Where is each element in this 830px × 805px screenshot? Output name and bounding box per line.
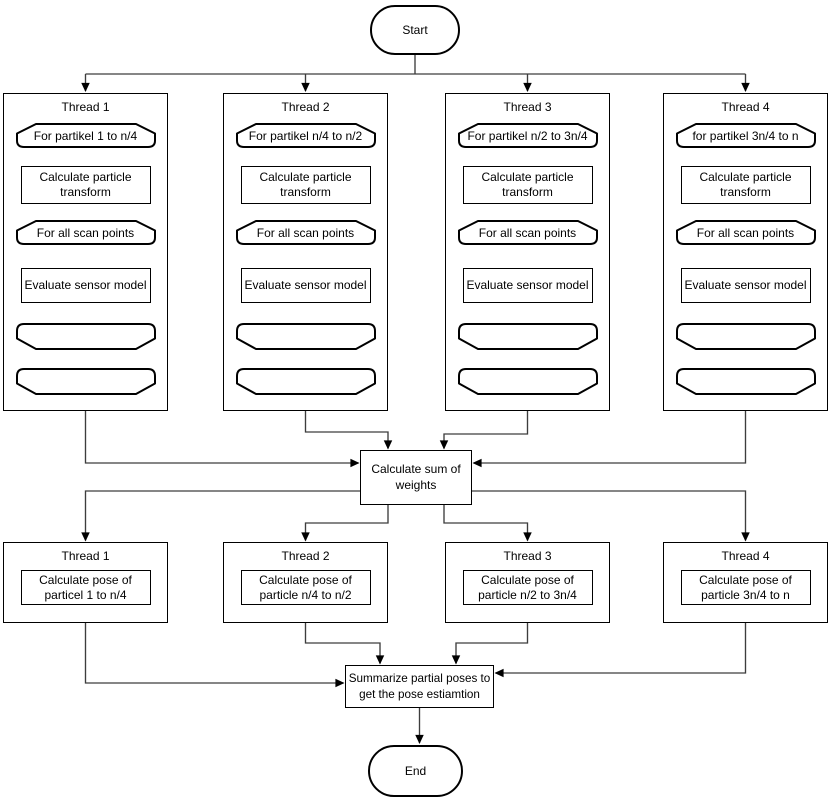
loop-end-outline	[457, 368, 598, 395]
loop-limit-scan: For all scan points	[457, 220, 598, 245]
connector-arrow	[443, 505, 532, 542]
loop-shape-outline	[457, 220, 598, 245]
loop-end-shape	[235, 323, 376, 350]
loop-end-shape	[235, 368, 376, 395]
bottom-thread-4-container: Thread 4 Calculate pose of particle 3n/4…	[663, 542, 828, 623]
loop-shape-outline	[675, 123, 816, 148]
thread-title: Thread 4	[721, 549, 770, 563]
process-pose: Calculate pose of particle n/4 to n/2	[240, 570, 371, 605]
bottom-thread-3-container: Thread 3 Calculate pose of particle n/2 …	[445, 542, 610, 623]
loop-shape-outline	[457, 123, 598, 148]
loop-limit-scan: For all scan points	[235, 220, 376, 245]
loop-end-shape	[675, 368, 816, 395]
loop-label: For partikel 1 to n/4	[33, 128, 138, 143]
loop-shape-outline	[235, 220, 376, 245]
loop-label: For all scan points	[478, 225, 577, 240]
top-thread-3-container: Thread 3 For partikel n/2 to 3n/4 Calcul…	[445, 93, 610, 411]
loop-end-shape	[675, 323, 816, 350]
loop-end-shape	[15, 368, 156, 395]
sum-of-weights-box: Calculate sum of weights	[360, 450, 472, 505]
loop-shape-outline	[675, 220, 816, 245]
edges-out-of-sum	[81, 490, 750, 542]
bottom-thread-1-container: Thread 1 Calculate pose of particel 1 to…	[3, 542, 168, 623]
start-node: Start	[370, 5, 460, 55]
loop-end-outline	[675, 368, 816, 395]
edges-into-sum	[84, 411, 747, 468]
loop-end-shape	[457, 368, 598, 395]
process-transform: Calculate particle transform	[680, 166, 811, 204]
loop-limit-particles: For partikel n/2 to 3n/4	[457, 123, 598, 148]
loop-end-outline	[457, 323, 598, 350]
connector-arrow	[494, 623, 747, 678]
process-sensor: Evaluate sensor model	[462, 268, 593, 303]
edges-start-fanout	[81, 55, 750, 93]
connector-arrow	[84, 411, 360, 468]
loop-label: For partikel n/4 to n/2	[248, 128, 363, 143]
bottom-thread-2-container: Thread 2 Calculate pose of particle n/4 …	[223, 542, 388, 623]
thread-title: Thread 2	[281, 100, 330, 114]
loop-end-shape	[457, 323, 598, 350]
top-thread-4-container: Thread 4 for partikel 3n/4 to n Calculat…	[663, 93, 828, 411]
process-pose: Calculate pose of particle n/2 to 3n/4	[462, 570, 593, 605]
process-transform: Calculate particle transform	[240, 166, 371, 204]
process-transform: Calculate particle transform	[20, 166, 151, 204]
loop-end-outline	[235, 323, 376, 350]
thread-title: Thread 2	[281, 549, 330, 563]
loop-end-outline	[675, 323, 816, 350]
top-thread-2-container: Thread 2 For partikel n/4 to n/2 Calcula…	[223, 93, 388, 411]
loop-limit-scan: For all scan points	[15, 220, 156, 245]
connector-arrow	[439, 411, 529, 450]
loop-limit-particles: For partikel 1 to n/4	[15, 123, 156, 148]
process-pose: Calculate pose of particel 1 to n/4	[20, 570, 151, 605]
connector-arrow	[304, 411, 393, 450]
connector-arrow	[472, 411, 747, 468]
loop-shape-outline	[15, 220, 156, 245]
loop-shape-outline	[235, 123, 376, 148]
connector-arrow	[84, 623, 345, 688]
loop-end-shape	[15, 323, 156, 350]
loop-end-outline	[15, 368, 156, 395]
process-pose: Calculate pose of particle 3n/4 to n	[680, 570, 811, 605]
loop-limit-scan: For all scan points	[675, 220, 816, 245]
connector-arrow	[81, 490, 360, 542]
start-label: Start	[402, 23, 428, 37]
loop-label: For partikel n/2 to 3n/4	[467, 128, 588, 143]
process-sensor: Evaluate sensor model	[240, 268, 371, 303]
thread-title: Thread 3	[503, 549, 552, 563]
thread-title: Thread 1	[61, 100, 110, 114]
loop-shape-outline	[15, 123, 156, 148]
connector-arrow	[451, 623, 529, 665]
loop-end-outline	[235, 368, 376, 395]
connector-arrow	[472, 490, 750, 542]
loop-label: For all scan points	[256, 225, 355, 240]
thread-title: Thread 4	[721, 100, 770, 114]
process-sensor: Evaluate sensor model	[20, 268, 151, 303]
summarize-poses-box: Summarize partial poses to get the pose …	[345, 665, 494, 708]
edges-into-summarize	[84, 623, 747, 688]
loop-label: For all scan points	[696, 225, 795, 240]
connector-arrow	[304, 623, 385, 665]
edges-thread-internal	[86, 148, 746, 367]
loop-limit-particles: for partikel 3n/4 to n	[675, 123, 816, 148]
process-sensor: Evaluate sensor model	[680, 268, 811, 303]
end-label: End	[404, 764, 427, 778]
process-transform: Calculate particle transform	[462, 166, 593, 204]
connector-arrow	[301, 505, 389, 542]
loop-limit-particles: For partikel n/4 to n/2	[235, 123, 376, 148]
end-node: End	[368, 745, 463, 797]
thread-title: Thread 3	[503, 100, 552, 114]
top-thread-1-container: Thread 1 For partikel 1 to n/4 Calculate…	[3, 93, 168, 411]
loop-label: For all scan points	[36, 225, 135, 240]
loop-label: for partikel 3n/4 to n	[692, 128, 799, 143]
thread-title: Thread 1	[61, 549, 110, 563]
loop-end-outline	[15, 323, 156, 350]
